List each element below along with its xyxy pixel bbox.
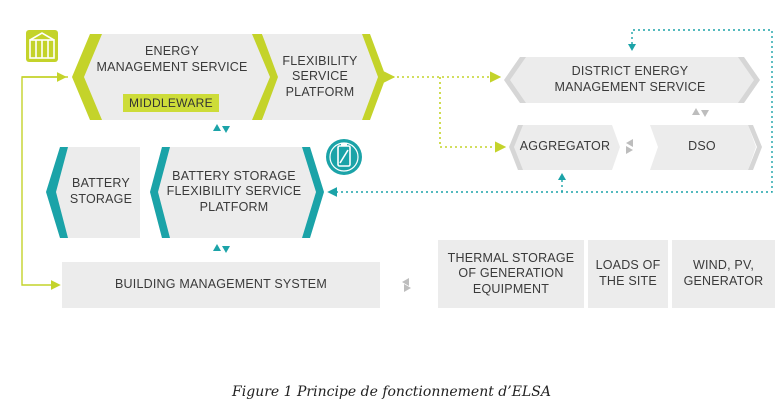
grey-bidir-bms-thermal <box>402 278 411 292</box>
dso-right-chevron <box>748 125 762 170</box>
bms-box <box>62 262 380 308</box>
bms-label: BUILDING MANAGEMENT SYSTEM <box>115 277 327 292</box>
teal-arrowhead-top <box>628 44 636 51</box>
flexibility-service-platform-box <box>262 34 378 120</box>
middleware-label: MIDDLEWARE <box>123 94 219 112</box>
loads-label: LOADS OF THE SITE <box>595 258 661 288</box>
dso-label: DSO <box>688 139 716 154</box>
energy-management-service-box <box>73 34 272 120</box>
district-right-chevron <box>738 57 760 103</box>
energy-management-service-label: ENERGY MANAGEMENT SERVICE <box>96 44 248 74</box>
dso-box <box>650 125 756 170</box>
lime-dotted-fsp-aggregator <box>439 77 507 153</box>
thermal-storage-label: THERMAL STORAGE OF GENERATION EQUIPMENT <box>447 250 575 296</box>
wind-label: WIND, PV, GENERATOR <box>683 258 764 288</box>
battery-storage-box <box>48 147 140 238</box>
aggregator-left-chevron <box>509 125 523 170</box>
district-ems-box <box>504 57 756 103</box>
battery-fsp-label: BATTERY STORAGE FLEXIBILITY SERVICE PLAT… <box>166 168 302 214</box>
aggregator-box <box>510 125 620 170</box>
ems-right-chevron <box>252 34 280 120</box>
battery-icon <box>326 139 362 175</box>
flexibility-service-platform-label: FLEXIBILITY SERVICE PLATFORM <box>282 53 358 99</box>
ems-left-chevron <box>72 34 102 120</box>
battery-left-chevron <box>46 147 68 238</box>
battery-storage-label: BATTERY STORAGE <box>69 176 133 206</box>
teal-arrowhead-aggregator <box>558 173 566 180</box>
building-icon <box>26 30 58 62</box>
thermal-storage-box <box>438 240 584 308</box>
battery-fsp-box <box>150 147 316 238</box>
fsp-right-chevron <box>362 34 386 120</box>
grey-bidir-district-dso <box>692 108 709 117</box>
teal-bidir-ems-battery <box>213 124 230 133</box>
battery-fsp-right-chevron <box>302 147 324 238</box>
wind-box <box>672 240 775 308</box>
loads-box <box>588 240 668 308</box>
battery-fsp-left-chevron <box>150 147 170 238</box>
teal-bidir-battery-bms <box>213 244 230 253</box>
district-left-chevron <box>504 57 526 103</box>
aggregator-label: AGGREGATOR <box>519 139 611 154</box>
figure-caption: Figure 1 Principe de fonctionnement d’EL… <box>232 384 551 400</box>
district-ems-label: DISTRICT ENERGY MANAGEMENT SERVICE <box>554 64 706 94</box>
grey-bidir-aggregator-dso <box>626 139 633 154</box>
